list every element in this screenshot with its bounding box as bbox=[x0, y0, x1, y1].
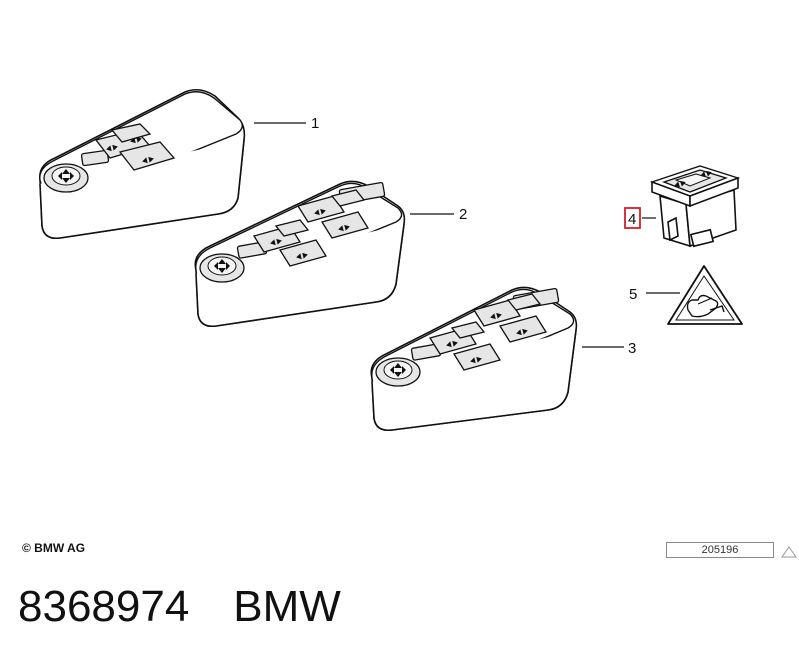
callout-2: 2 bbox=[459, 206, 467, 223]
switch-panel-1 bbox=[38, 88, 246, 240]
copyright-text: © BMW AG bbox=[22, 541, 86, 555]
single-switch-4 bbox=[649, 165, 741, 248]
callout-3: 3 bbox=[628, 340, 636, 357]
highlight-box-4 bbox=[624, 207, 641, 229]
brand-name: BMW bbox=[233, 582, 341, 631]
callout-5: 5 bbox=[629, 286, 637, 303]
child-hand-icon bbox=[686, 294, 725, 318]
callout-1: 1 bbox=[311, 115, 319, 132]
part-caption: 8368974 BMW bbox=[18, 582, 341, 632]
triangle-icon bbox=[781, 546, 797, 558]
part-number: 8368974 bbox=[18, 582, 190, 631]
switch-panel-2 bbox=[194, 180, 406, 328]
switch-panel-3 bbox=[370, 286, 578, 432]
callout-4: 4 bbox=[628, 211, 636, 228]
warning-label-5 bbox=[667, 265, 743, 325]
diagram-reference-number: 205196 bbox=[666, 542, 774, 558]
